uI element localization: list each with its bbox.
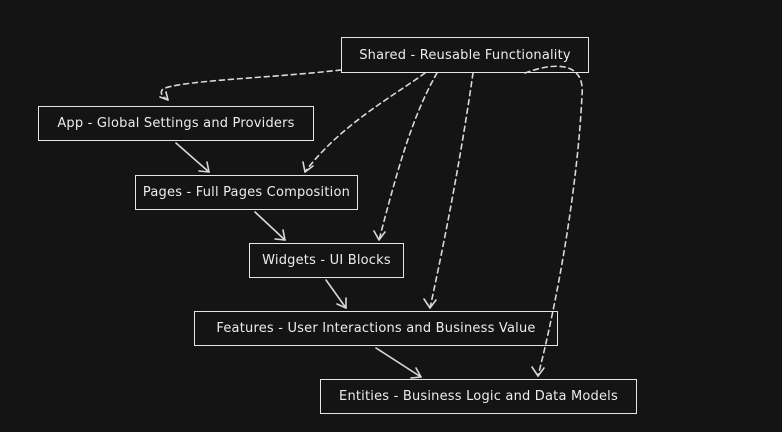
node-pages: Pages - Full Pages Composition xyxy=(135,175,358,210)
node-features-label: Features - User Interactions and Busines… xyxy=(216,321,536,336)
edge-shared-to-pages-arrowhead xyxy=(302,161,314,173)
edge-features-to-entities xyxy=(375,347,422,378)
edge-pages-to-widgets-arrowhead xyxy=(274,229,286,241)
edge-shared-to-app xyxy=(160,69,342,101)
node-shared-label: Shared - Reusable Functionality xyxy=(359,47,571,63)
edge-shared-to-widgets xyxy=(378,72,438,241)
edge-features-to-entities-arrowhead xyxy=(410,367,422,379)
edge-widgets-to-features xyxy=(325,279,347,309)
edge-shared-to-pages xyxy=(304,72,426,173)
node-widgets: Widgets - UI Blocks xyxy=(249,243,404,278)
edge-shared-to-features xyxy=(429,72,474,309)
edge-app-to-pages-arrowhead xyxy=(198,161,210,173)
node-entities-label: Entities - Business Logic and Data Model… xyxy=(339,389,618,404)
edge-shared-to-entities-arrowhead xyxy=(531,366,545,377)
node-app-label: App - Global Settings and Providers xyxy=(57,116,295,131)
node-pages-label: Pages - Full Pages Composition xyxy=(142,185,351,200)
node-features: Features - User Interactions and Busines… xyxy=(194,311,558,346)
edge-shared-to-features-arrowhead xyxy=(423,298,437,309)
node-widgets-label: Widgets - UI Blocks xyxy=(262,253,391,268)
node-shared: Shared - Reusable Functionality xyxy=(341,37,589,73)
edge-app-to-pages xyxy=(175,142,210,173)
node-entities: Entities - Business Logic and Data Model… xyxy=(320,379,637,414)
edge-widgets-to-features-arrowhead xyxy=(336,297,347,309)
edge-shared-to-app-arrowhead xyxy=(159,91,169,101)
node-app: App - Global Settings and Providers xyxy=(38,106,314,141)
edge-pages-to-widgets xyxy=(254,211,286,241)
edge-shared-to-widgets-arrowhead xyxy=(373,230,386,241)
